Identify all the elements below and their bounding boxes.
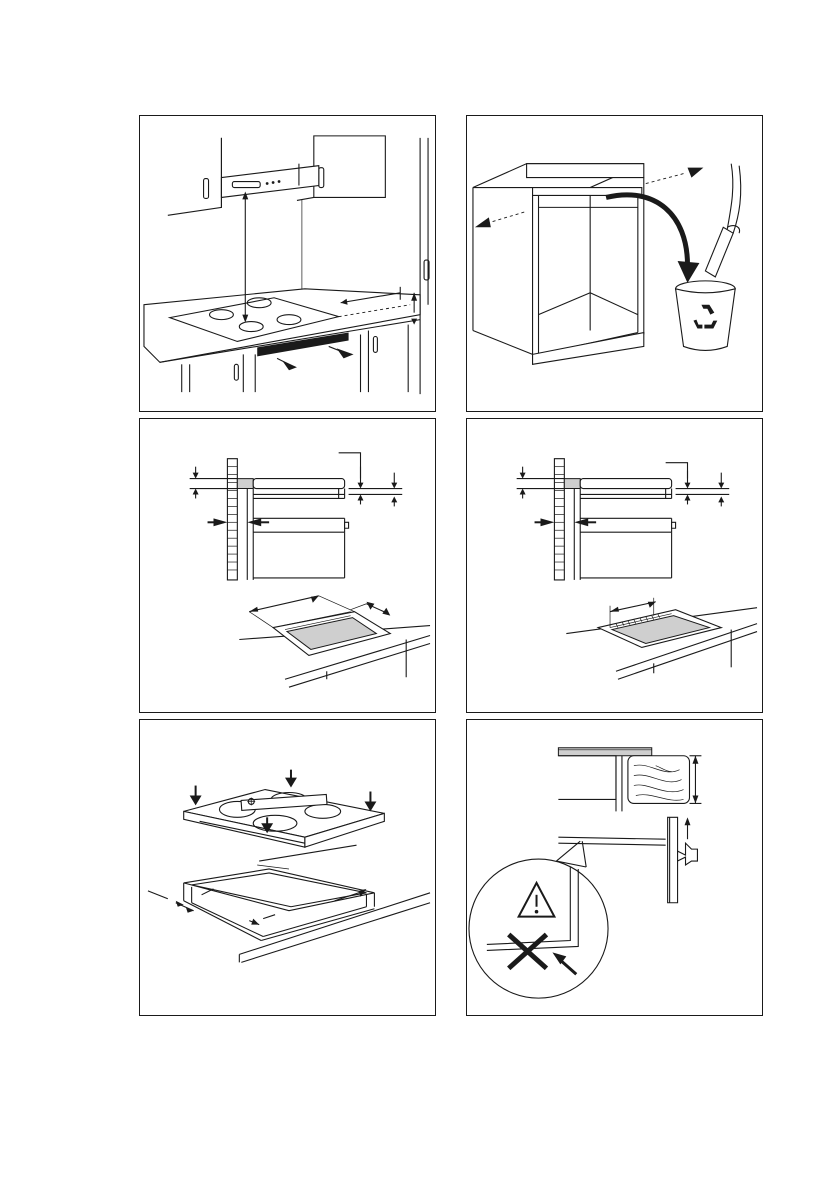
panel-drawer-warning: [466, 719, 763, 1016]
panel-hob-fitting: [139, 719, 436, 1016]
hood-clearance-illustration: [140, 116, 435, 411]
cabinet-illustration: [467, 116, 762, 411]
hob-fitting-illustration: [140, 720, 435, 1015]
drawer-warning-illustration: [467, 720, 762, 1015]
panel-cabinet-remove-shelf: [466, 115, 763, 412]
cutout-flush-illustration: [467, 419, 762, 712]
upper-cabinet-right: [314, 136, 386, 198]
panel-hood-clearance: [139, 115, 436, 412]
drawer-knob: [678, 843, 698, 865]
cutout-section-illustration: [140, 419, 435, 712]
detail-magnifier: [469, 859, 608, 998]
panel-cutout-front-frame: [139, 418, 436, 713]
panel-cutout-flush: [466, 418, 763, 713]
wall: [227, 459, 237, 580]
